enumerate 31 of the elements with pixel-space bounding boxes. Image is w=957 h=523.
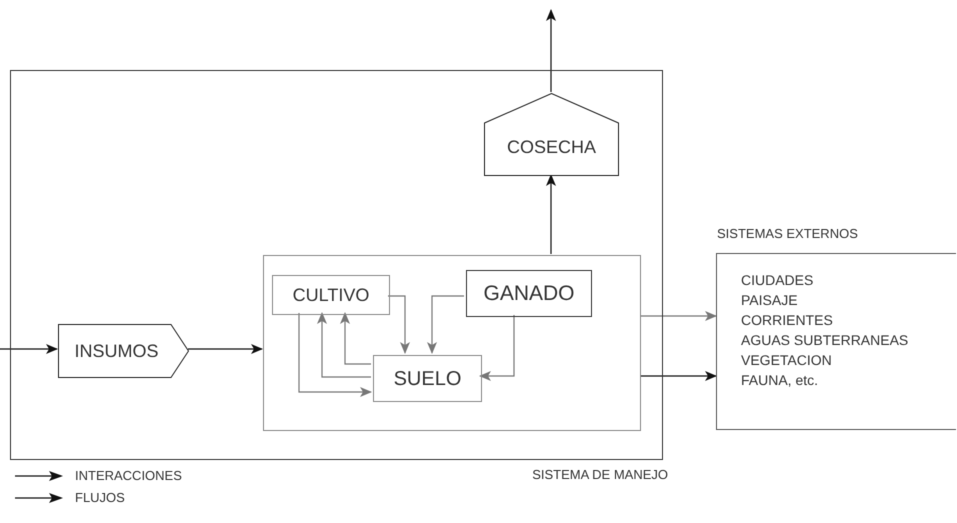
process-box	[466, 270, 592, 317]
list-item: CIUDADES	[741, 271, 814, 290]
node-label: COSECHA	[506, 136, 596, 159]
legend-label: INTERACCIONES	[75, 468, 182, 484]
arrow	[546, 9, 556, 92]
list-item: PAISAJE	[741, 291, 799, 310]
node-label: CULTIVO	[292, 284, 370, 306]
arrow	[317, 312, 371, 378]
system-label: SISTEMA DE MANEJO	[532, 466, 668, 484]
arrow	[640, 311, 717, 321]
arrow	[388, 295, 410, 354]
node-label: GANADO	[483, 280, 574, 307]
arrow	[298, 313, 372, 397]
arrow	[427, 295, 464, 354]
arrow	[188, 344, 263, 354]
node-label: INSUMOS	[74, 340, 158, 362]
arrow	[546, 174, 556, 254]
node-label: SUELO	[394, 366, 462, 392]
arrow	[479, 315, 515, 381]
arrow	[340, 312, 371, 365]
arrow	[0, 344, 58, 354]
list-item: AGUAS SUBTERRANEAS	[741, 331, 910, 350]
list-item: VEGETACION	[741, 351, 833, 370]
list-item: FAUNA, etc.	[741, 371, 820, 390]
subsystem-box	[263, 255, 641, 431]
process-box	[272, 275, 390, 315]
arrow	[640, 371, 717, 381]
process-box	[373, 355, 482, 402]
list-item: CORRIENTES	[741, 311, 834, 330]
legend-label: FLUJOS	[75, 490, 125, 506]
box-heading: SISTEMAS EXTERNOS	[717, 225, 858, 243]
